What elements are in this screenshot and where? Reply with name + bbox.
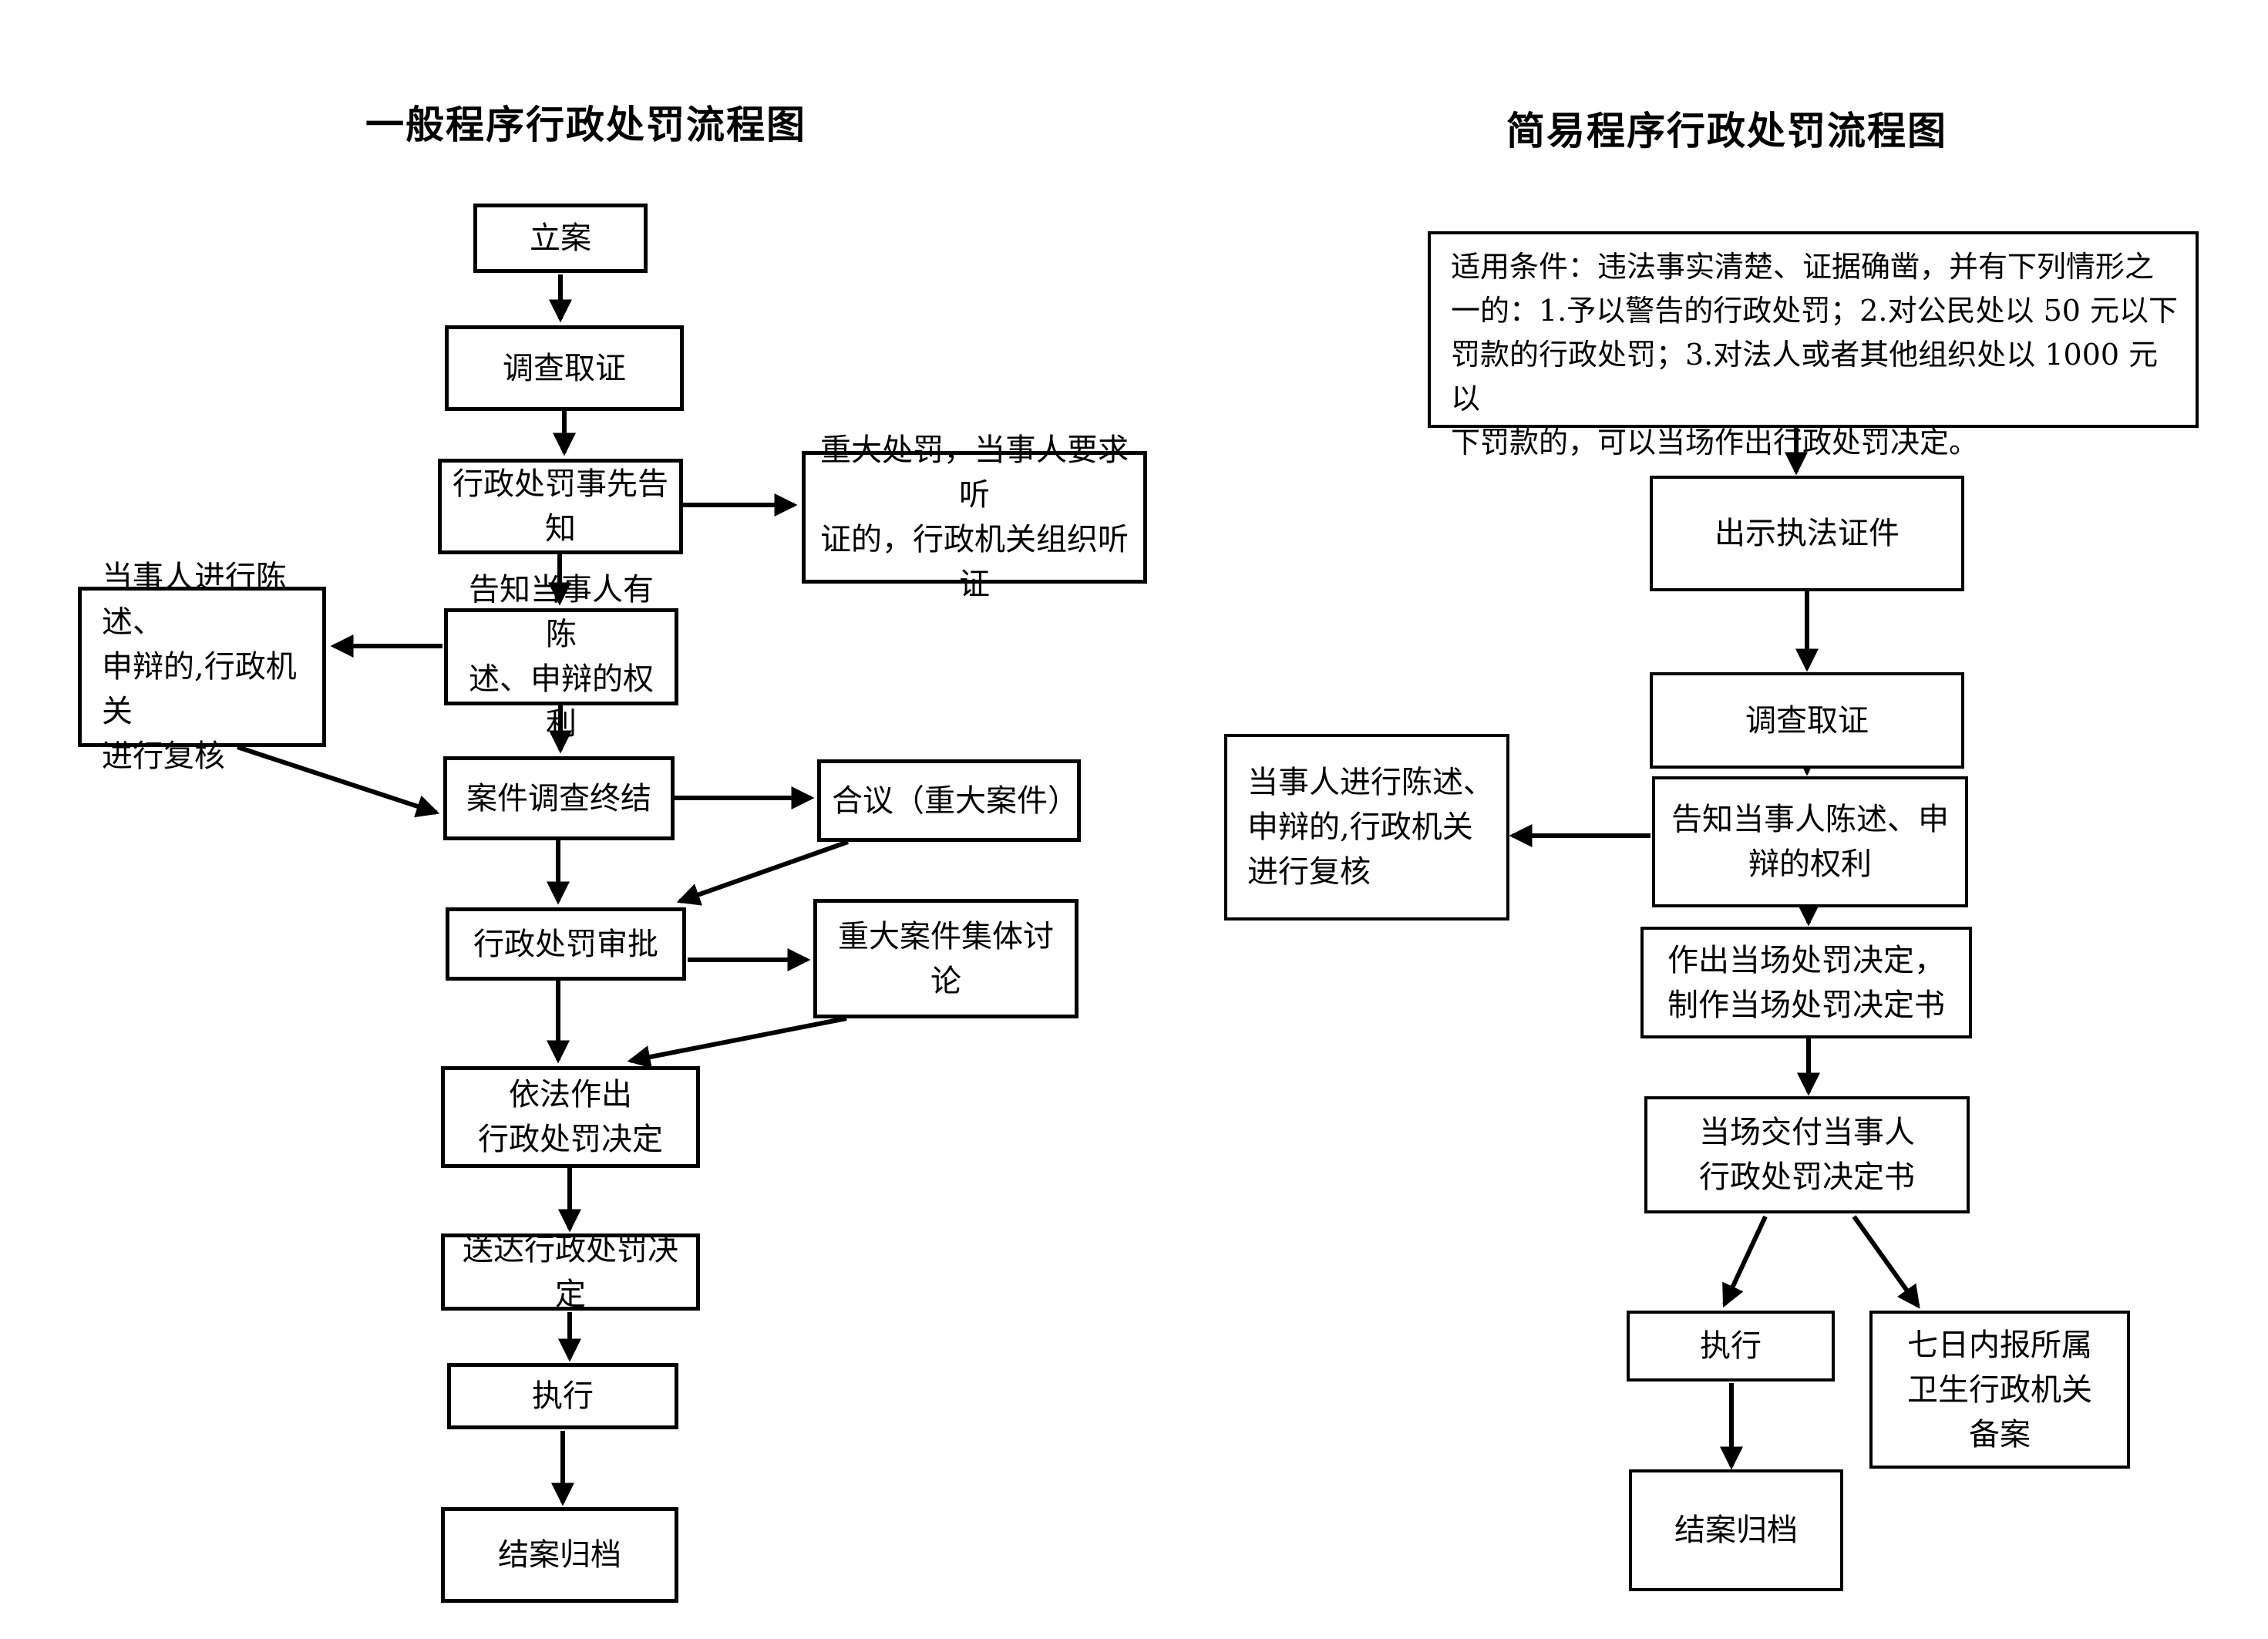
node-notify-rights-summary: 告知当事人陈述、申 辩的权利 xyxy=(1652,776,1968,907)
node-report-filing: 七日内报所属 卫生行政机关 备案 xyxy=(1869,1311,2130,1469)
node-panel-discussion: 合议（重大案件） xyxy=(817,759,1081,842)
node-close-case: 结案归档 xyxy=(441,1507,678,1603)
node-investigate-summary: 调查取证 xyxy=(1650,672,1964,769)
node-review-summary: 当事人进行陈述、 申辩的,行政机关 进行复核 xyxy=(1224,734,1509,920)
node-deliver-onsite: 当场交付当事人 行政处罚决定书 xyxy=(1644,1096,1970,1213)
node-deliver-decision: 送达行政处罚决定 xyxy=(441,1232,700,1312)
summary-flow-title: 简易程序行政处罚流程图 xyxy=(1506,109,1947,153)
arrow-major-discussion-to-decision xyxy=(627,1016,847,1069)
arrow-deliver-to-report xyxy=(1852,1215,1920,1309)
node-conditions: 适用条件：违法事实清楚、证据确凿，并有下列情形之 一的：1.予以警告的行政处罚；… xyxy=(1428,231,2199,459)
node-penalty-approval: 行政处罚审批 xyxy=(446,907,686,981)
node-review: 当事人进行陈述、 申辩的,行政机关 进行复核 xyxy=(78,560,326,774)
node-notify-rights: 告知当事人有陈 述、申辩的权利 xyxy=(444,572,678,742)
node-investigation-end: 案件调查终结 xyxy=(443,756,675,840)
node-show-credentials: 出示执法证件 xyxy=(1650,476,1964,591)
node-execute-summary: 执行 xyxy=(1627,1311,1835,1382)
node-file-case: 立案 xyxy=(473,204,648,273)
node-investigate: 调查取证 xyxy=(445,325,684,411)
node-execute: 执行 xyxy=(447,1363,678,1429)
general-flow-title: 一般程序行政处罚流程图 xyxy=(365,103,806,146)
arrow-panel-to-approval xyxy=(676,840,849,906)
node-onsite-decision: 作出当场处罚决定， 制作当场处罚决定书 xyxy=(1640,927,1972,1038)
node-hearing: 重大处罚，当事人要求听 证的，行政机关组织听证 xyxy=(802,432,1147,602)
node-close-case-summary: 结案归档 xyxy=(1629,1469,1843,1591)
arrow-deliver-to-execute xyxy=(1722,1215,1768,1308)
node-major-case-discussion: 重大案件集体讨论 xyxy=(813,899,1078,1018)
node-make-decision: 依法作出 行政处罚决定 xyxy=(441,1066,700,1168)
node-prior-notice: 行政处罚事先告知 xyxy=(438,459,683,554)
